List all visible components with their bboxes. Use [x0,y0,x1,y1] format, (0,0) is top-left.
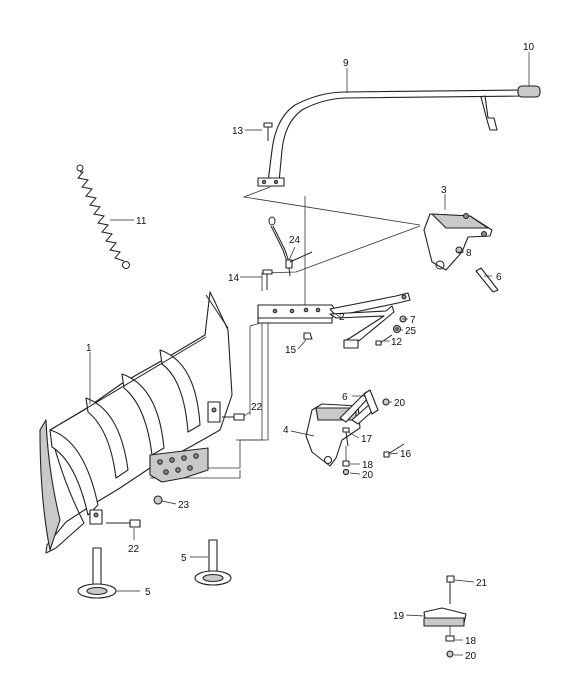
callout-8: 8 [466,248,472,259]
callout-9: 9 [343,58,349,69]
chain-pin [268,216,313,277]
callout-7: 7 [410,315,416,326]
lift-handle [257,89,523,187]
callout-3: 3 [441,185,447,196]
callout-20a: 20 [394,398,406,409]
callout-18a: 18 [362,460,374,471]
callout-6a: 6 [496,272,502,283]
callouts: 1 2 3 4 5 5 6 6 7 8 9 10 11 12 13 14 15 … [86,42,535,662]
callout-25: 25 [405,326,417,337]
callout-1: 1 [86,343,92,354]
callout-6b: 6 [342,392,348,403]
callout-13: 13 [232,126,244,137]
callout-5a: 5 [145,587,151,598]
callout-18b: 18 [465,636,477,647]
callout-11: 11 [136,216,147,227]
callout-19: 19 [393,611,405,622]
spring [76,164,130,269]
a-frame [257,292,411,349]
callout-2: 2 [339,312,345,323]
callout-23: 23 [178,500,190,511]
callout-22a: 22 [251,402,263,413]
tube-bracket [423,213,493,271]
callout-22b: 22 [128,544,140,555]
bolt-22-upper [222,413,245,421]
plow-blade [39,291,233,554]
leader-lines [89,52,530,656]
callout-20c: 20 [465,651,477,662]
callout-10: 10 [523,42,535,53]
callout-14: 14 [228,273,240,284]
trip-bracket [305,389,390,467]
callout-12: 12 [391,337,403,348]
callout-16: 16 [400,449,412,460]
callout-4: 4 [283,425,289,436]
callout-5b: 5 [181,553,187,564]
bolt-22-lower [106,519,141,528]
nut-23 [153,495,163,505]
hardware-small [303,246,499,346]
callout-15: 15 [285,345,297,356]
shoe-adapter [423,575,467,658]
bolt-14 [262,269,273,290]
handle-grip [517,85,541,98]
skid-shoe-right [194,401,232,586]
pivot-plate [149,447,209,483]
connector-lines [150,186,421,479]
skid-shoe-left [77,509,117,599]
bolt-13 [263,122,273,141]
callout-21: 21 [476,578,488,589]
hardware-16-20 [342,427,405,476]
callout-17: 17 [361,434,373,445]
callout-24: 24 [289,235,301,246]
callout-20b: 20 [362,470,374,481]
